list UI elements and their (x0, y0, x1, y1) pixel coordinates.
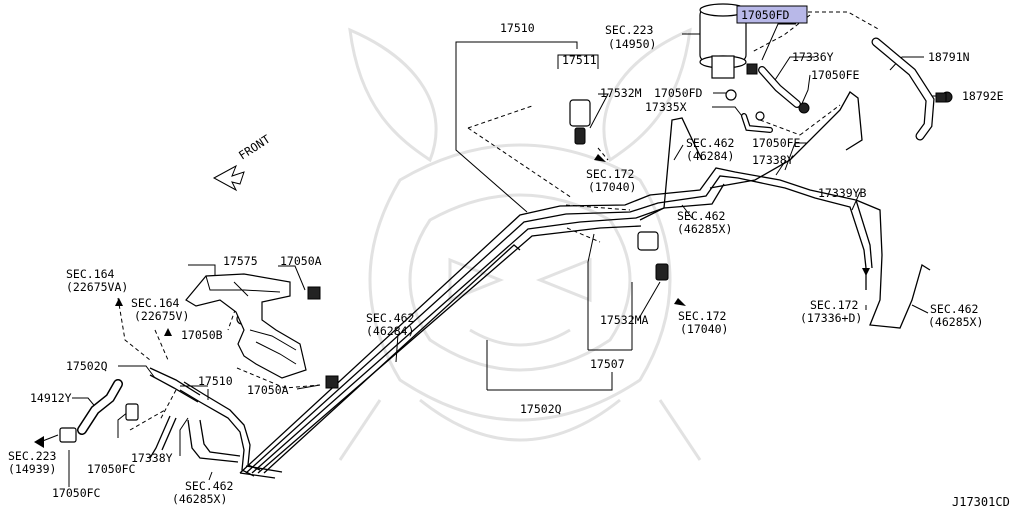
part-number-label[interactable]: 17339YB (818, 186, 867, 200)
pipe-bundle (149, 91, 931, 479)
part-number-label[interactable]: 17502Q (520, 402, 562, 416)
vapor-hoses (77, 37, 935, 435)
part-number-label[interactable]: 17050FC (87, 462, 136, 476)
section-ref-label[interactable]: SEC.164 (131, 296, 180, 310)
part-number-label[interactable]: 17510 (198, 374, 233, 388)
section-ref-number: (46285X) (677, 222, 732, 236)
section-ref-number: (46285X) (928, 315, 983, 329)
section-ref-label[interactable]: SEC.223 (8, 449, 57, 463)
part-number-label[interactable]: 17336Y (792, 50, 834, 64)
section-ref-number: (46284) (366, 324, 414, 338)
part-number-label[interactable]: 17335X (645, 100, 687, 114)
part-number-label[interactable]: 17510 (500, 21, 535, 35)
part-number-label[interactable]: 18792E (962, 89, 1004, 103)
leader-lines (68, 23, 944, 487)
section-ref-number: (17040) (680, 322, 728, 336)
section-ref-number: (14939) (8, 462, 56, 476)
section-ref-label[interactable]: SEC.462 (185, 479, 233, 493)
part-number-label[interactable]: 17575 (223, 254, 258, 268)
part-number-label[interactable]: 17050FD (654, 86, 703, 100)
part-number-label[interactable]: 17511 (562, 53, 597, 67)
section-ref-label[interactable]: SEC.462 (366, 311, 414, 325)
section-ref-number: (17336+D) (800, 311, 862, 325)
highlighted-part-number-label[interactable]: 17050FD (741, 8, 790, 22)
section-ref-number: (46285X) (172, 492, 227, 506)
section-ref-label[interactable]: SEC.172 (586, 167, 634, 181)
section-ref-number: (17040) (588, 180, 636, 194)
part-number-label[interactable]: 17050A (247, 383, 289, 397)
part-number-label[interactable]: 17050FC (52, 486, 101, 500)
evap-canister (699, 3, 758, 79)
fittings (59, 89, 953, 443)
section-ref-label[interactable]: SEC.164 (66, 267, 115, 281)
section-ref-number: (22675VA) (66, 280, 128, 294)
section-ref-label[interactable]: SEC.172 (810, 298, 858, 312)
section-ref-number: (22675V) (134, 309, 189, 323)
part-number-label[interactable]: 17532M (600, 86, 642, 100)
pipe-bracket-17575 (185, 273, 307, 379)
highlight-box (736, 5, 808, 24)
part-number-label[interactable]: 17502Q (66, 359, 108, 373)
part-number-label[interactable]: 17338Y (131, 451, 173, 465)
part-number-label[interactable]: 17050FE (752, 136, 801, 150)
section-ref-label[interactable]: SEC.462 (686, 136, 734, 150)
front-direction-label: FRONT (236, 132, 273, 163)
part-number-label[interactable]: 17338Y (752, 153, 794, 167)
section-ref-number: (46284) (686, 149, 734, 163)
part-number-label[interactable]: 18791N (928, 50, 970, 64)
part-number-label[interactable]: 17050A (280, 254, 322, 268)
arrows (34, 154, 870, 448)
part-number-label[interactable]: 14912Y (30, 391, 72, 405)
section-ref-number: (14950) (608, 37, 656, 51)
part-number-label[interactable]: 17050FE (811, 68, 860, 82)
part-number-label[interactable]: 17532MA (600, 313, 649, 327)
section-ref-label[interactable]: SEC.462 (677, 209, 725, 223)
part-number-label[interactable]: 17050B (181, 328, 223, 342)
watermark-logo (338, 27, 702, 461)
diagram-code: J17301CD (952, 495, 1010, 509)
section-ref-label[interactable]: SEC.223 (605, 23, 654, 37)
part-number-label[interactable]: 17507 (590, 357, 625, 371)
section-ref-label[interactable]: SEC.462 (930, 302, 978, 316)
callout-labels: 17510 SEC.223 (14950) 17050FD 17336Y 187… (8, 8, 1010, 509)
section-ref-label[interactable]: SEC.172 (678, 309, 726, 323)
